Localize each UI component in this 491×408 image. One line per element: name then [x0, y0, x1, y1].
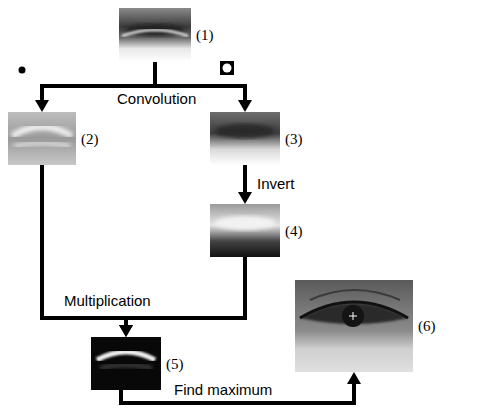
arrowhead: [119, 325, 133, 337]
step-label: Convolution: [115, 90, 198, 107]
image-panel: (5): [91, 337, 161, 390]
arrowhead: [35, 100, 49, 112]
callout-number: (3): [285, 130, 303, 147]
eye-image: [91, 337, 161, 390]
eye-image: [8, 112, 76, 165]
image-panel: (4): [210, 204, 280, 257]
eye-image: [210, 204, 280, 257]
step-label: Multiplication: [62, 292, 153, 309]
arrowhead: [119, 325, 133, 337]
flow-arrow: [121, 372, 361, 403]
kernel-ring: [220, 61, 234, 75]
callout-number: (6): [418, 318, 436, 335]
connector-line: [121, 382, 354, 403]
image-panel: (1): [119, 8, 191, 62]
image-panel: (2): [8, 112, 76, 165]
arrowhead: [238, 192, 252, 204]
kernel-dot: [19, 67, 26, 74]
flow-arrow: [238, 165, 252, 204]
eye-image: [210, 112, 280, 165]
eye-photo: [295, 280, 413, 372]
image-panel: (3): [210, 112, 280, 165]
flow-arrow: [42, 165, 133, 337]
arrowhead: [347, 372, 361, 384]
edge-label: Invert: [255, 175, 297, 192]
image-panel: (6): [295, 280, 413, 372]
arrowhead: [238, 100, 252, 112]
edge-label: Find maximum: [172, 381, 274, 398]
callout-number: (4): [285, 222, 303, 239]
callout-number: (1): [196, 27, 214, 44]
connector-line: [243, 165, 247, 194]
eye-image: [119, 8, 191, 62]
callout-number: (2): [81, 130, 99, 147]
callout-number: (5): [166, 355, 184, 372]
